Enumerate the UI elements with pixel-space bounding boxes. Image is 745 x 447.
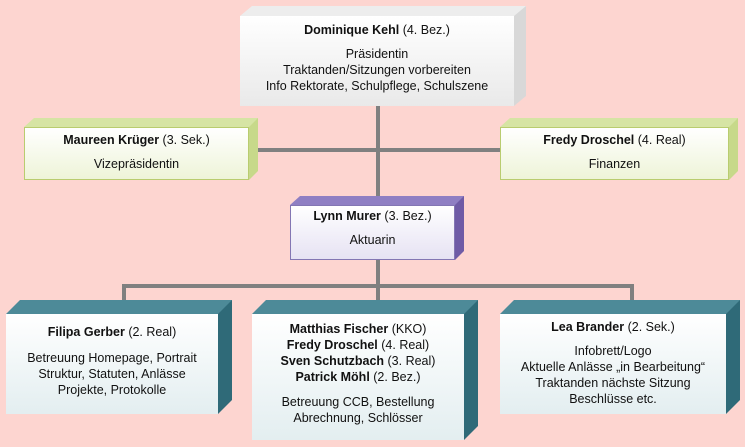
president-line: Präsidentin <box>345 47 409 61</box>
group-member: Matthias Fischer (KKO) <box>289 322 427 336</box>
group-member: Sven Schutzbach (3. Real) <box>280 354 436 368</box>
node-finance: Fredy Droschel (4. Real) Finanzen <box>500 118 738 180</box>
connector-filipa <box>122 284 126 312</box>
lea-line: Beschlüsse etc. <box>569 392 657 406</box>
lea-name: Lea Brander (2. Sek.) <box>551 320 675 334</box>
connector-group <box>376 284 380 312</box>
connector-president-trunk <box>376 96 380 198</box>
node-group: Matthias Fischer (KKO) Fredy Droschel (4… <box>252 300 478 440</box>
president-name: Dominique Kehl (4. Bez.) <box>304 23 450 37</box>
filipa-line: Betreuung Homepage, Portrait <box>27 351 197 365</box>
president-line: Info Rektorate, Schulpflege, Schulszene <box>265 79 489 93</box>
vice-role: Vizepräsidentin <box>93 157 180 171</box>
group-member: Fredy Droschel (4. Real) <box>286 338 430 352</box>
connector-vice-finance-bar <box>256 148 501 152</box>
group-member: Patrick Möhl (2. Bez.) <box>295 370 421 384</box>
group-line: Betreuung CCB, Bestellung <box>281 395 435 409</box>
group-line: Abrechnung, Schlösser <box>293 411 423 425</box>
actuary-role: Aktuarin <box>349 233 396 247</box>
filipa-line: Struktur, Statuten, Anlässe <box>38 367 186 381</box>
node-vice-president: Maureen Krüger (3. Sek.) Vizepräsidentin <box>24 118 258 180</box>
node-filipa-gerber: Filipa Gerber (2. Real) Betreuung Homepa… <box>6 300 232 414</box>
finance-name: Fredy Droschel (4. Real) <box>543 133 686 147</box>
actuary-name: Lynn Murer (3. Bez.) <box>313 209 432 223</box>
connector-actuary-trunk <box>376 258 380 286</box>
connector-lea <box>630 284 634 312</box>
node-president: Dominique Kehl (4. Bez.) Präsidentin Tra… <box>240 6 526 106</box>
group-members: Matthias Fischer (KKO) Fredy Droschel (4… <box>252 321 464 385</box>
node-actuary: Lynn Murer (3. Bez.) Aktuarin <box>290 196 464 260</box>
finance-role: Finanzen <box>588 157 641 171</box>
lea-line: Infobrett/Logo <box>574 344 652 358</box>
lea-line: Traktanden nächste Sitzung <box>535 376 691 390</box>
filipa-line: Projekte, Protokolle <box>57 383 167 397</box>
lea-line: Aktuelle Anlässe „in Bearbeitung“ <box>520 360 706 374</box>
vice-name: Maureen Krüger (3. Sek.) <box>63 133 210 147</box>
president-line: Traktanden/Sitzungen vorbereiten <box>283 63 471 77</box>
node-lea-brander: Lea Brander (2. Sek.) Infobrett/Logo Akt… <box>500 300 740 414</box>
filipa-name: Filipa Gerber (2. Real) <box>47 325 177 339</box>
